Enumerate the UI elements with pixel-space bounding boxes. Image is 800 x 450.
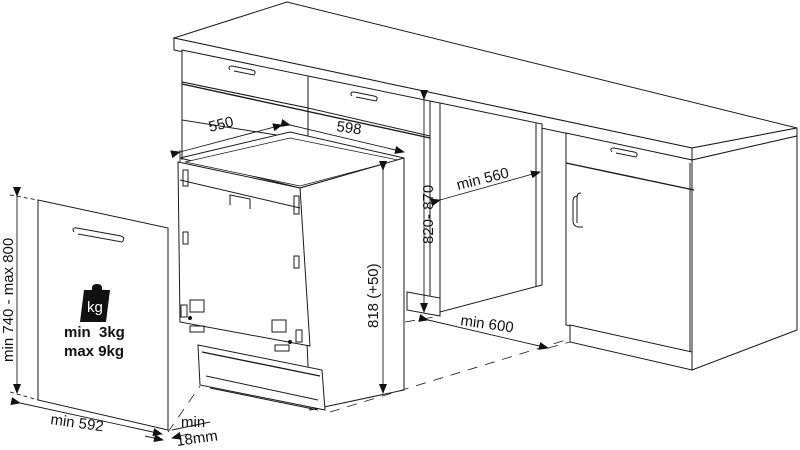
width-label: 598 [335, 118, 362, 138]
dimension-door-height: min 740 - max 800 [0, 187, 39, 401]
dimension-depth: 550 [170, 113, 283, 162]
right-base-cabinet [565, 132, 798, 371]
min-weight-label: min 3kg [64, 324, 125, 341]
dishwasher-front [177, 161, 311, 347]
door-width-label: min 592 [49, 411, 104, 435]
dimension-floor-width: min 600 [418, 312, 549, 350]
door-thickness-label-1: min [181, 414, 205, 431]
max-weight-label: max 9kg [64, 343, 124, 360]
dimension-door-thickness: min 18mm [144, 414, 219, 450]
dimension-appliance-height: 818 (+50) [365, 161, 387, 394]
depth-label: 550 [207, 113, 235, 136]
weight-icon-label: kg [87, 299, 103, 316]
decor-door-panel: kg min 3kg max 9kg [37, 199, 169, 431]
floor-width-label: min 600 [459, 312, 514, 336]
floor-guides [167, 315, 571, 433]
door-thickness-label-2: 18mm [175, 427, 219, 450]
appliance-height-label: 818 (+50) [365, 263, 382, 328]
dimension-width: 598 [280, 118, 405, 154]
niche-back-wall [439, 102, 543, 313]
door-height-label: min 740 - max 800 [0, 238, 17, 362]
niche-height-label: 820- 870 [420, 185, 437, 244]
weight-kg-icon: kg [80, 284, 110, 322]
door-handle [72, 227, 125, 243]
